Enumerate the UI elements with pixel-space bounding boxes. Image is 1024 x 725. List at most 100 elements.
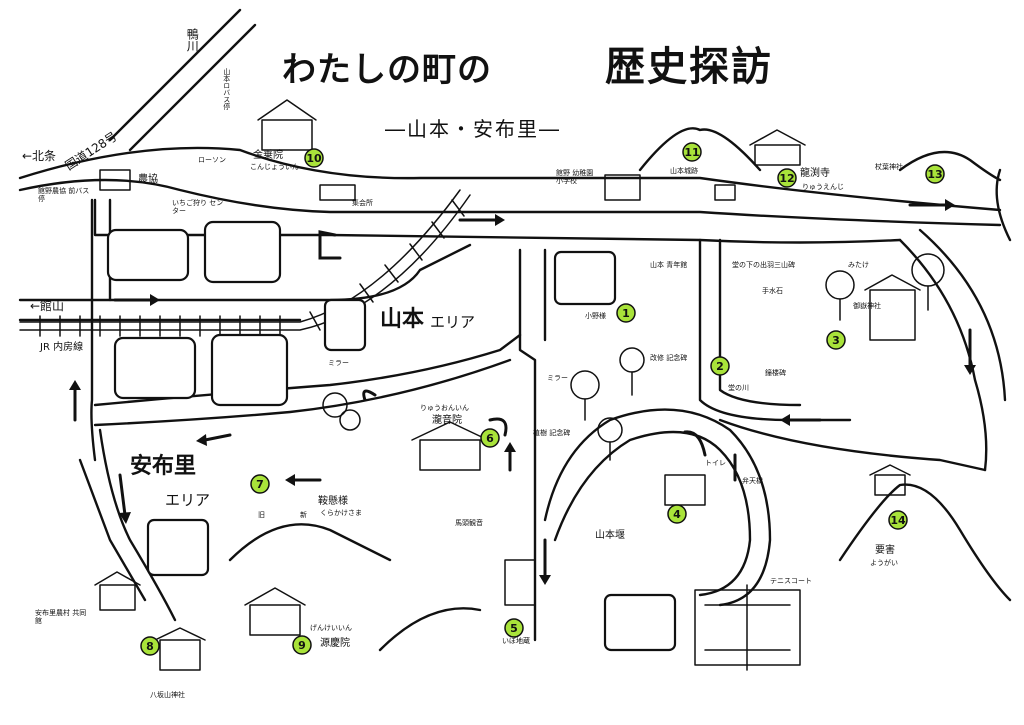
marker-label-10: 金乗院 [253,150,283,161]
label-tateno-bus: 館野農協 前バス停 [38,187,90,203]
marker-label-9: 源慶院 [320,638,350,649]
pond-road [553,430,752,597]
hill [838,483,1012,602]
marker-circle [304,148,324,168]
page-title-emphasis: 歴史探訪 [605,44,773,90]
marker-7: 7 [250,474,270,494]
marker-label-14: 要害 [875,545,895,556]
marker-number: 5 [510,622,518,635]
hill [228,523,392,562]
marker-circle [140,636,160,656]
direction-arrows [69,199,976,585]
label-shingetsu: 鞍懸様 [318,496,348,507]
marker-circle [826,330,846,350]
marker-label-13: 杖葉神社 [875,163,903,171]
marker-label-1: 小野様 [585,312,606,320]
marker-label-5: いぼ地蔵 [502,637,530,645]
road-label-jr: JR 内房線 [40,342,84,353]
marker-number: 4 [673,508,681,521]
label-yamamoto-bus: 山本ロバス停 [222,68,231,110]
road-edge [108,8,242,142]
marker-label-3: 御嶽神社 [853,302,881,310]
marker-circle [777,168,797,188]
marker-number: 1 [622,307,630,320]
marker-10: 10 [304,148,324,168]
label-dewasanzan: 堂の下の出羽三山碑 [732,261,795,269]
marker-number: 3 [832,334,840,347]
marker-reading-14: ようがい [870,559,898,567]
marker-number: 9 [298,639,306,652]
marker-13: 13 [925,164,945,184]
marker-9: 9 [292,635,312,655]
label-toilet: トイレ [705,459,726,467]
marker-12: 12 [777,168,797,188]
field [203,220,282,284]
road-label-hokujo: ←北条 [22,149,57,163]
label-shuhai: 集会所 [352,199,373,207]
page-title: わたしの町の [282,50,492,90]
marker-circle [504,618,524,638]
pond-road [543,408,772,607]
road-edge [918,228,1007,402]
building-icon [94,99,921,671]
road-edge [995,168,1012,242]
marker-reading-6: りゅうおんいん [420,404,469,412]
marker-number: 8 [146,640,154,653]
label-old: 旧 [258,511,265,519]
marker-reading-10: こんじょういん [250,163,299,171]
label-tateno-school: 館野 幼稚園 小学校 [556,169,594,185]
marker-number: 10 [306,152,322,165]
marker-reading-3: みたけ [848,261,869,269]
label-yamamotozeki: 山本堰 [595,530,625,541]
label-seinenkan: 山本 青年館 [650,261,688,269]
label-tennis: テニスコート [770,577,812,585]
marker-number: 13 [927,168,942,181]
marker-label-11: 山本城跡 [670,167,698,175]
label-shokurin: 植樹 記念碑 [533,429,571,437]
label-batokannon: 馬頭観音 [455,519,483,527]
road-edge [718,238,802,407]
marker-number: 6 [486,432,494,445]
road-edge [128,23,257,152]
marker-reading-12: りゅうえんじ [802,183,844,191]
marker-2: 2 [710,356,730,376]
label-ichigo: いちご狩り センター [172,199,224,215]
field [553,250,617,306]
road-edge [98,428,177,622]
marker-number: 7 [256,478,264,491]
road-edge [518,248,537,642]
marker-number: 11 [684,146,699,159]
label-abuki-community: 安布里農村 共同館 [35,609,87,625]
marker-number: 2 [716,360,724,373]
marker-number: 14 [890,514,906,527]
railway-ties [39,199,465,337]
marker-circle [667,504,687,524]
road-edge [93,358,512,427]
marker-circle [888,510,908,530]
area-abuki: 安布里 [130,454,197,479]
marker-circle [250,474,270,494]
hill [378,607,482,652]
marker-circle [710,356,730,376]
hill [898,150,1002,182]
marker-3: 3 [826,330,846,350]
label-shingetsu-reading: くらかけさま [320,509,362,517]
label-bentenbashi: 弁天橋 [742,477,763,485]
label-kakusai: 改修 記念碑 [650,354,688,362]
road-label-tateyama: ←館山 [30,299,65,313]
road-label-kamogawa: 鴨川 [185,28,200,52]
marker-number: 12 [779,172,794,185]
area-abuki-suffix: エリア [165,491,211,509]
railway [19,194,471,331]
marker-circle [682,142,702,162]
area-yamamoto: 山本 [380,307,425,332]
tennis-court [694,584,801,671]
marker-circle [292,635,312,655]
field [603,593,677,652]
national-road-edge [18,146,1002,212]
label-dojoji: 堂の川 [728,384,749,392]
road-edge [90,198,97,462]
label-kyodo: 鐘楼碑 [765,369,786,377]
